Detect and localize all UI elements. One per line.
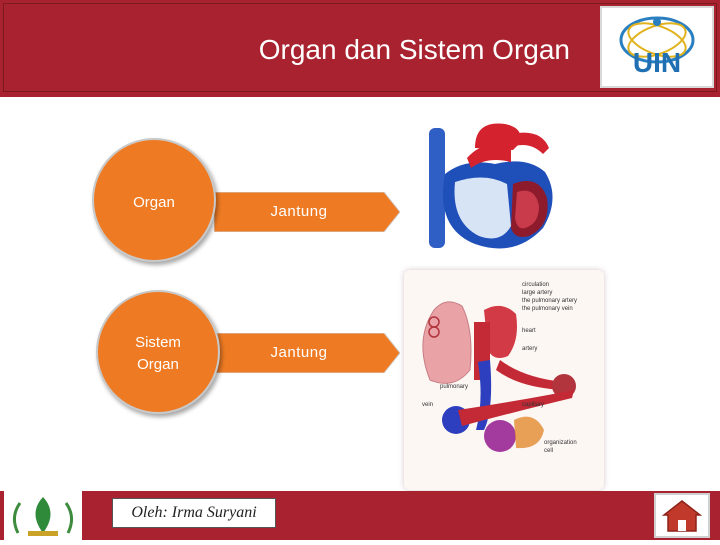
uin-logo: UIN (600, 6, 714, 88)
header-frame (3, 3, 717, 92)
label-pulmonary-vein: the pulmonary vein (522, 306, 573, 312)
page-title: Organ dan Sistem Organ (258, 34, 570, 65)
circle-organ: Organ (92, 138, 216, 262)
header-bar: Organ dan Sistem Organ UIN (0, 0, 720, 97)
university-emblem-icon (4, 491, 82, 540)
circulatory-system-illustration: circulation large artery the pulmonary a… (404, 270, 604, 490)
author-credit: Oleh: Irma Suryani (112, 498, 276, 528)
arrow-organ (214, 192, 400, 232)
circle-organ-label: Organ (133, 194, 175, 211)
arrow-organ-label: Jantung (270, 203, 328, 220)
home-button[interactable] (654, 493, 710, 538)
label-pulmonary-artery: the pulmonary artery (522, 298, 577, 304)
logo-text: UIN (633, 47, 681, 78)
heart-illustration (429, 123, 553, 249)
label-large-artery: large artery (522, 290, 552, 296)
label-artery: artery (522, 346, 537, 352)
label-heart: heart (522, 328, 536, 334)
arrow-organ-label-wrap: Jantung (214, 192, 400, 232)
label-organization: organization (544, 440, 577, 446)
label-cell: cell (544, 448, 553, 454)
circle-sistem-organ-label-line: Organ (137, 356, 179, 373)
home-icon (661, 500, 703, 532)
arrow-sistem-organ-label-wrap: Jantung (214, 333, 400, 373)
footer-bar (0, 491, 720, 540)
arrow-sistem-organ-label: Jantung (270, 344, 328, 361)
label-capillary: capillary (522, 402, 544, 408)
label-pulmonary: pulmonary (440, 384, 468, 390)
label-circulation: circulation (522, 282, 549, 288)
arrow-sistem-organ (214, 333, 400, 373)
circle-sistem-organ-label-line: Sistem (135, 334, 181, 351)
label-vein: vein (422, 402, 433, 408)
